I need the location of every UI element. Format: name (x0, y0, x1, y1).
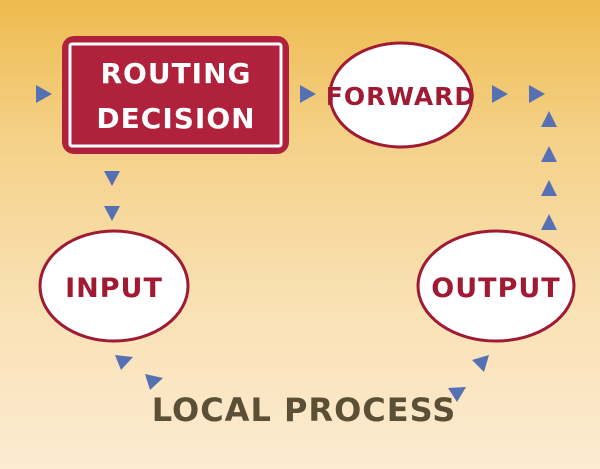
forward-out-arrow-2-icon (529, 85, 545, 103)
routing-decision-node: ROUTING DECISION (62, 36, 289, 154)
local-to-input-arrow-1-icon (115, 355, 133, 370)
forward-out-arrow-1-icon (492, 85, 508, 103)
output-to-local-arrow-2-icon (472, 355, 489, 372)
input-node: INPUT (38, 229, 190, 343)
output-ellipse (416, 229, 576, 343)
routing-decision-inner-border (68, 42, 283, 148)
box-to-forward-arrow-icon (300, 85, 316, 103)
routing-decision-label-line2: DECISION (96, 102, 255, 135)
output-up-arrow-1-icon (541, 111, 557, 127)
box-to-input-arrow-2-icon (104, 206, 120, 221)
input-ellipse (38, 229, 190, 343)
output-node: OUTPUT (416, 229, 576, 343)
routing-decision-box (62, 36, 289, 154)
output-up-arrow-2-icon (541, 146, 557, 162)
box-to-input-arrow-1-icon (104, 171, 120, 186)
output-up-arrow-4-icon (541, 214, 557, 230)
local-process-label: LOCAL PROCESS (152, 391, 457, 429)
output-label: OUTPUT (431, 273, 560, 304)
local-to-input-arrow-2-icon (145, 374, 163, 390)
routing-decision-label-line1: ROUTING (100, 57, 251, 90)
forward-ellipse (328, 41, 474, 149)
input-label: INPUT (65, 273, 163, 304)
forward-node: FORWARD (326, 41, 476, 149)
flow-arrows (36, 85, 557, 402)
forward-label: FORWARD (326, 82, 476, 111)
output-up-arrow-3-icon (541, 180, 557, 196)
output-to-local-arrow-1-icon (448, 387, 466, 402)
entry-arrow-icon (36, 85, 52, 103)
